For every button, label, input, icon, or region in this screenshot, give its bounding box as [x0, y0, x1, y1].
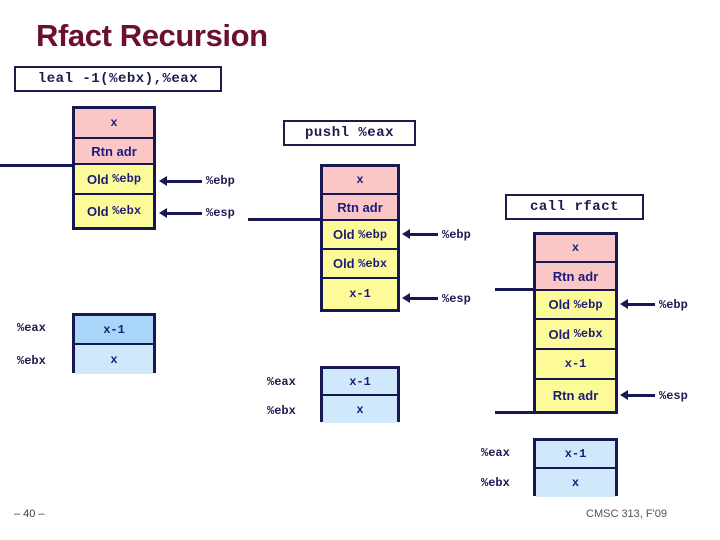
pointer-arrow-ebp-1	[159, 176, 202, 186]
pointer-label-ebp-2: %ebp	[442, 228, 471, 242]
register-label-ebx-1: %ebx	[17, 354, 46, 368]
pointer-label-ebp-1: %ebp	[206, 174, 235, 188]
stack-cell-text: Old	[332, 256, 359, 271]
stack-cell-text: Old	[332, 227, 359, 242]
stack-cell: Rtn adr	[536, 380, 615, 411]
stack-cell-reg: %ebx	[358, 256, 388, 271]
stack-cell: x-1	[323, 279, 397, 309]
register-label-ebx-3: %ebx	[481, 476, 510, 490]
register-value-ebx: x	[536, 469, 615, 497]
stack-cell-reg: %ebp	[573, 297, 603, 312]
stack-cell: x-1	[536, 350, 615, 380]
frame-connector-line-3a	[495, 288, 535, 291]
pointer-arrow-ebp-2	[402, 229, 438, 239]
stack-cell: Old %ebp	[75, 165, 153, 195]
register-value-eax: x-1	[536, 441, 615, 469]
pointer-label-esp-2: %esp	[442, 292, 471, 306]
register-table-1: x-1 x	[72, 313, 156, 374]
pointer-arrow-esp-2	[402, 293, 438, 303]
register-table-3: x-1 x	[533, 438, 618, 497]
register-label-eax-1: %eax	[17, 321, 46, 335]
pointer-arrow-ebp-3	[620, 299, 655, 309]
stack-cell: x	[75, 109, 153, 139]
stack-cell-text: Old	[86, 171, 113, 187]
stack-diagram-2: x Rtn adr Old %ebp Old %ebx x-1	[320, 164, 400, 312]
frame-connector-line-3b	[495, 411, 535, 414]
stack-cell: Old %ebp	[536, 291, 615, 320]
stack-cell: Rtn adr	[323, 195, 397, 221]
stack-diagram-1: x Rtn adr Old %ebp Old %ebx	[72, 106, 156, 230]
stack-cell: Rtn adr	[536, 263, 615, 291]
pointer-label-ebp-3: %ebp	[659, 298, 688, 312]
stack-cell: x	[536, 235, 615, 263]
stack-cell: Old %ebx	[323, 250, 397, 279]
stack-cell: Old %ebx	[75, 195, 153, 227]
stack-cell-reg: %ebp	[358, 227, 388, 242]
page-title: Rfact Recursion	[36, 18, 268, 53]
pointer-label-esp-1: %esp	[206, 206, 235, 220]
stack-cell-text: Old	[548, 326, 574, 342]
code-box-call: call rfact	[505, 194, 644, 220]
stack-cell-reg: %ebp	[112, 172, 142, 186]
register-value-ebx: x	[323, 396, 397, 423]
stack-diagram-3: x Rtn adr Old %ebp Old %ebx x-1 Rtn adr	[533, 232, 618, 414]
register-value-ebx: x	[75, 345, 153, 374]
frame-connector-line-1	[0, 164, 74, 167]
stack-cell: Old %ebx	[536, 320, 615, 350]
pointer-label-esp-3: %esp	[659, 389, 688, 403]
stack-cell-reg: %ebx	[573, 327, 603, 341]
code-box-pushl: pushl %eax	[283, 120, 416, 146]
code-box-leal: leal -1(%ebx),%eax	[14, 66, 222, 92]
slide-footer: CMSC 313, F'09	[586, 508, 667, 520]
register-value-eax: x-1	[75, 316, 153, 345]
pointer-arrow-esp-1	[159, 208, 202, 218]
stack-cell-reg: %ebx	[112, 204, 142, 218]
frame-connector-line-2	[248, 218, 322, 221]
stack-cell: x	[323, 167, 397, 195]
register-value-eax: x-1	[323, 369, 397, 396]
register-table-2: x-1 x	[320, 366, 400, 423]
stack-cell-text: Old	[548, 297, 574, 312]
register-label-eax-3: %eax	[481, 446, 510, 460]
register-label-eax-2: %eax	[267, 375, 296, 389]
pointer-arrow-esp-3	[620, 390, 655, 400]
stack-cell-text: Old	[86, 203, 113, 219]
stack-cell: Rtn adr	[75, 139, 153, 165]
page-number: – 40 –	[14, 508, 45, 520]
stack-cell: Old %ebp	[323, 221, 397, 250]
register-label-ebx-2: %ebx	[267, 404, 296, 418]
